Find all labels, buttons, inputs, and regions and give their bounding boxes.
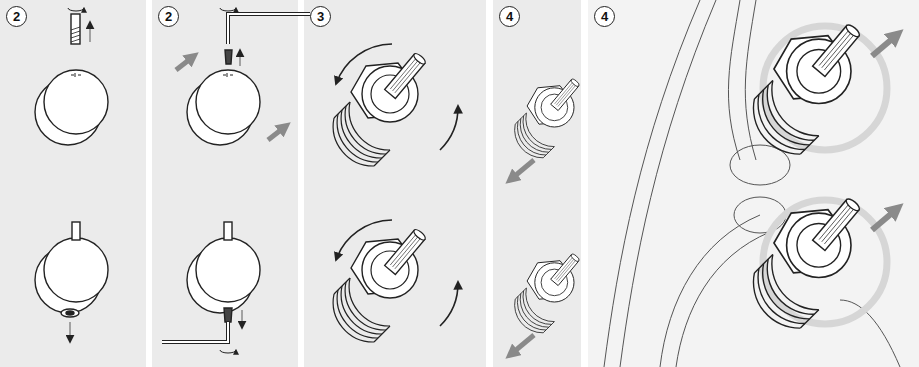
callout-number: 2 [13,10,20,23]
cartridge-large [753,197,861,328]
pull-arrows [872,34,898,230]
step-number-circle: 2 [158,6,179,27]
step-number-circle: 4 [594,6,615,27]
cartridge-large [753,23,861,154]
callout-number: 2 [165,10,172,23]
callout-number: 3 [317,10,324,23]
cartridge-unscrew [333,44,458,342]
pipework [604,0,900,367]
callout-number: 4 [506,10,513,23]
step-number-circle: 3 [310,6,331,27]
step-number-circle: 4 [499,6,520,27]
knob-allen-key [162,8,310,353]
cartridge-detail [515,78,581,333]
pull-arrows [510,160,534,355]
callout-number: 4 [601,10,608,23]
step-number-circle: 2 [6,6,27,27]
knob-screw-removal [35,8,108,342]
